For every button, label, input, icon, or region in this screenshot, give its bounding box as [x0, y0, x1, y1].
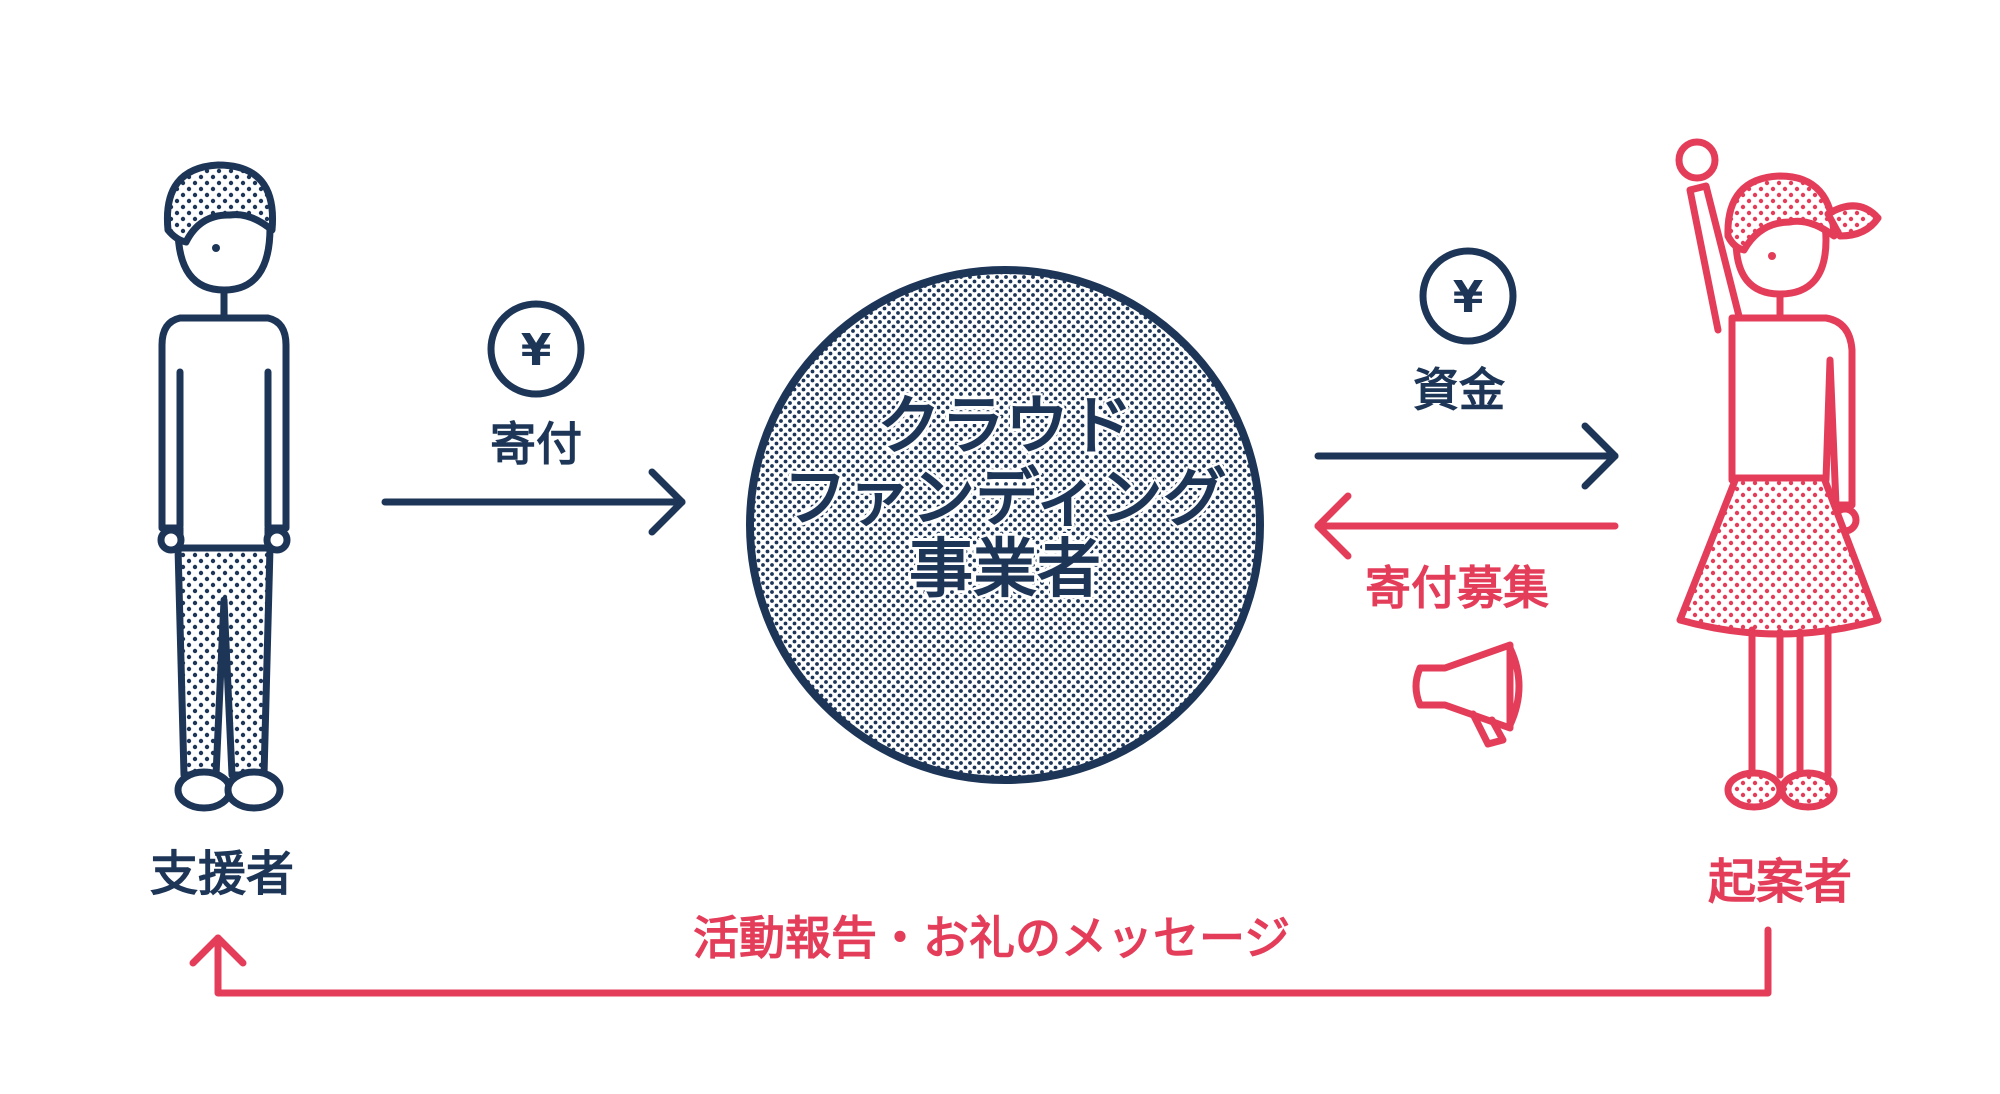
funds-arrow — [1314, 422, 1619, 490]
yen-symbol-left: ¥ — [521, 325, 552, 376]
donation-arrow — [381, 468, 686, 536]
recruitment-arrow — [1314, 492, 1619, 560]
crowdfunding-operator-label: クラウド ファンディング 事業者 — [780, 390, 1230, 608]
proposer-label: 起案者 — [1708, 854, 1853, 910]
yen-symbol-right: ¥ — [1453, 272, 1484, 323]
supporter-figure-icon — [157, 161, 291, 812]
yen-coin-icon: ¥ — [1419, 247, 1517, 345]
donation-label: 寄付 — [490, 417, 582, 471]
proposer-figure-icon — [1675, 138, 1882, 811]
donation-recruitment-label: 寄付募集 — [1365, 561, 1549, 615]
center-line-2: ファンディング — [783, 461, 1227, 536]
activity-report-label: 活動報告・お礼のメッセージ — [693, 911, 1291, 965]
megaphone-icon — [1412, 641, 1523, 748]
center-circle — [746, 266, 1264, 784]
center-line-3: 事業者 — [909, 533, 1101, 608]
supporter-label: 支援者 — [150, 846, 295, 902]
center-line-1: クラウド — [877, 390, 1133, 464]
report-arrow — [189, 926, 1772, 997]
yen-coin-icon: ¥ — [487, 300, 585, 398]
funds-label: 資金 — [1413, 363, 1505, 417]
